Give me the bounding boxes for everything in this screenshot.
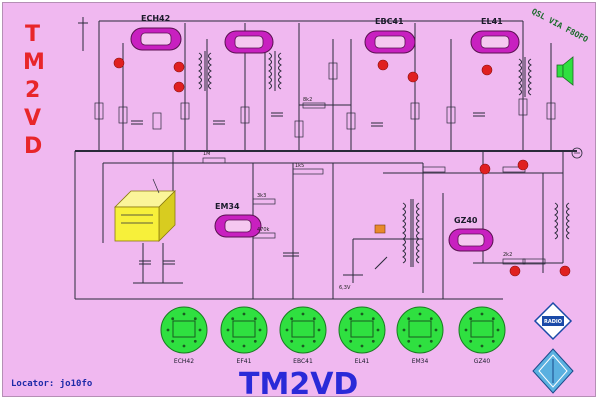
tube-label: EBC41	[375, 17, 404, 26]
diamond-logo-icon	[532, 348, 574, 394]
svg-text:3k3: 3k3	[257, 193, 266, 199]
speaker-icon	[556, 56, 574, 86]
svg-text:6,3V: 6,3V	[339, 285, 351, 291]
qsl-note: QSL VIA F8OFO	[530, 7, 590, 44]
socket-label: GZ40	[474, 358, 491, 365]
callsign-letter: M	[23, 50, 45, 75]
tube-label: ECH42	[141, 14, 170, 23]
tube-em34: EM34	[214, 202, 262, 238]
tube-socket-gz40: GZ40	[458, 306, 506, 365]
tube-ebc41: EBC41	[364, 17, 416, 54]
socket-label: EL41	[355, 358, 370, 365]
wiring	[74, 20, 577, 300]
callsign-letter: T	[25, 22, 40, 47]
tube-socket-ef41: EF41	[220, 306, 268, 365]
earth-symbol-icon	[571, 147, 583, 159]
tube-label: GZ40	[454, 216, 478, 225]
callsign-letter: 2	[25, 78, 40, 103]
tube-label: EL41	[481, 17, 503, 26]
svg-text:8k2: 8k2	[303, 97, 312, 103]
test-points	[113, 57, 571, 277]
tube-socket-ech42: ECH42	[160, 306, 208, 365]
transformers	[198, 51, 570, 267]
award-badge-icon: RADIO	[533, 301, 573, 341]
socket-label: ECH42	[174, 358, 194, 365]
tube-ef41-schematic	[224, 30, 274, 54]
socket-label: EBC41	[293, 358, 313, 365]
locator-text: Locator: jo10fo	[11, 378, 92, 389]
svg-text:RADIO: RADIO	[544, 319, 562, 325]
callsign-letter: D	[24, 134, 42, 159]
tube-socket-em34: EM34	[396, 306, 444, 365]
coil-block	[114, 178, 176, 242]
svg-text:1k5: 1k5	[295, 163, 304, 169]
vertical-callsign: T M 2 V D	[23, 22, 45, 159]
schematic-diagram: T M 2 V D QSL VIA F8OFO	[11, 7, 590, 397]
tube-socket-ebc41: EBC41	[279, 306, 327, 365]
tube-el41: EL41	[470, 17, 520, 54]
antenna-icon	[78, 17, 88, 51]
tube-socket-el41: EL41	[338, 306, 386, 365]
svg-text:470k: 470k	[257, 227, 270, 233]
callsign-banner: TM2VD	[239, 367, 358, 397]
component-labels: 8k2 1M 1k5 3k3 470k 2k2 6,3V	[203, 97, 512, 291]
components	[94, 62, 556, 276]
tube-socket-row: ECH42 EF41 EBC41 EL41 EM34 GZ40	[160, 306, 506, 365]
tube-label: EM34	[215, 202, 240, 211]
tube-ech42: ECH42	[130, 14, 182, 51]
qsl-card: T M 2 V D QSL VIA F8OFO	[2, 2, 596, 397]
tube-gz40: GZ40	[448, 216, 494, 252]
svg-text:1M: 1M	[203, 151, 211, 157]
socket-label: EM34	[412, 358, 429, 365]
socket-label: EF41	[237, 358, 252, 365]
svg-text:2k2: 2k2	[503, 252, 512, 258]
callsign-letter: V	[24, 106, 41, 131]
